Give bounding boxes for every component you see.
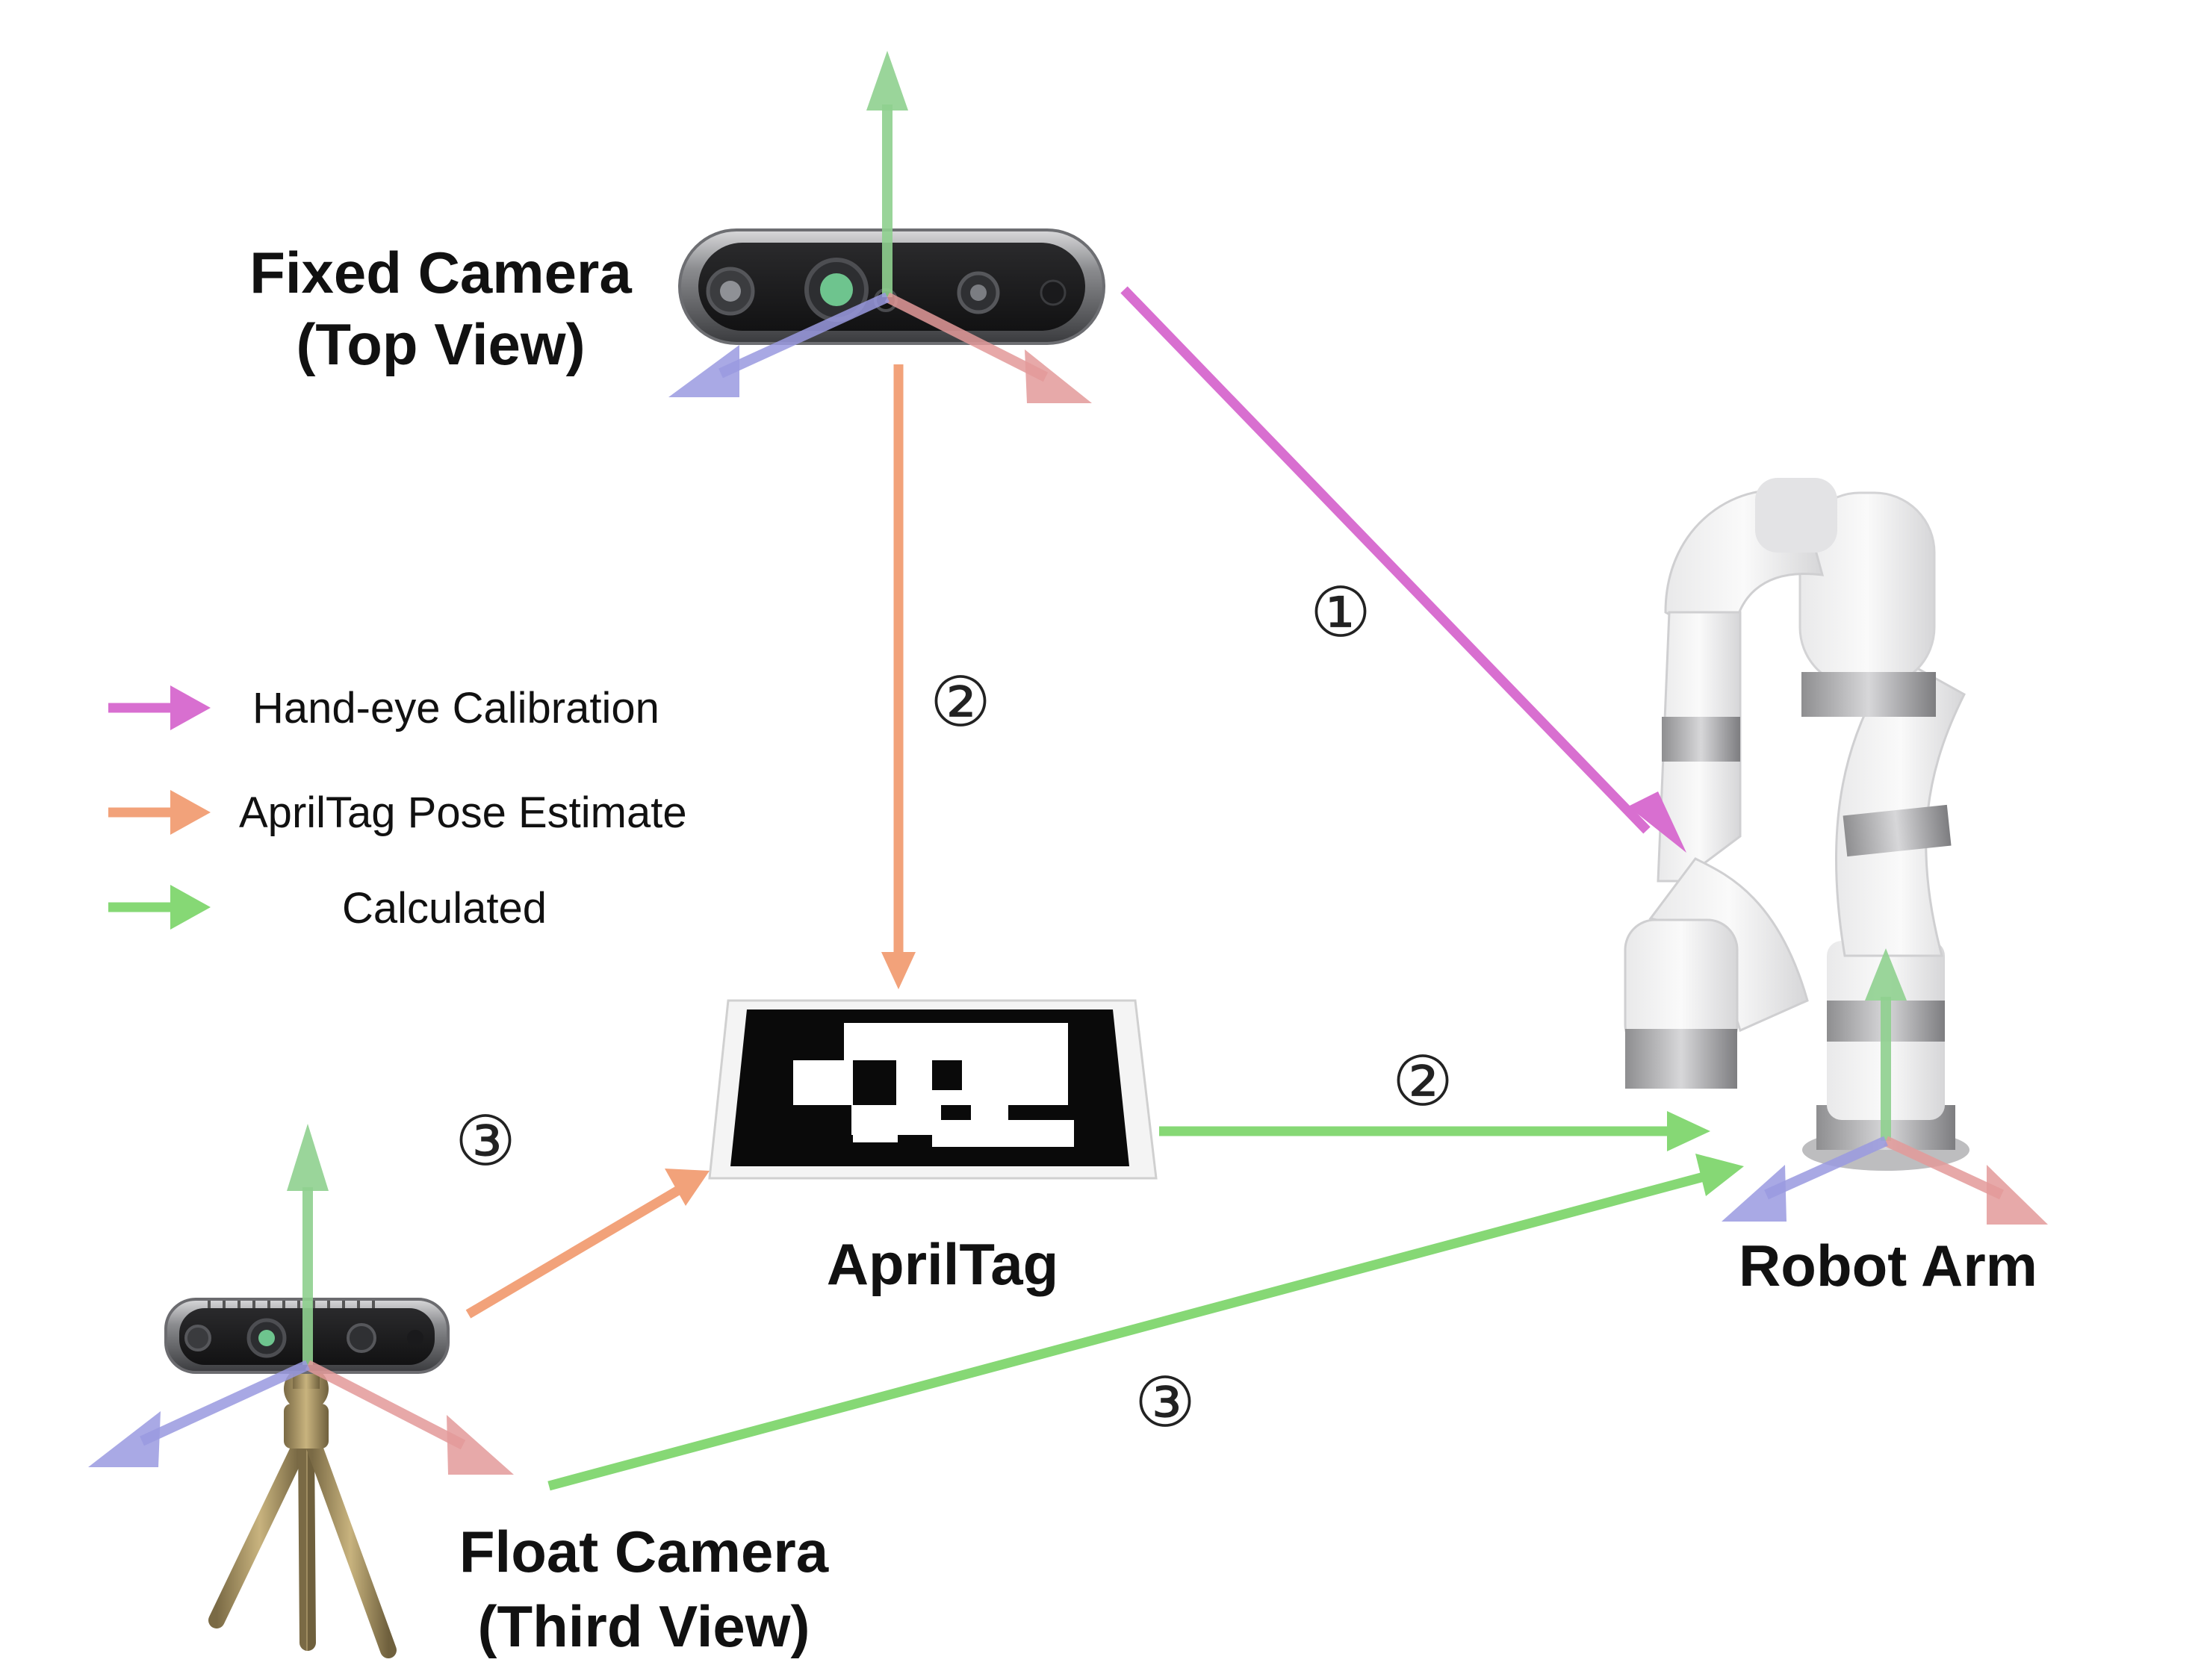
edge-arrowhead xyxy=(665,1169,710,1206)
edge-arrow-calculated xyxy=(547,1171,1708,1491)
legend-swatch-arrowhead xyxy=(170,885,211,930)
edge-apriltag-to-robot-arm: ② xyxy=(1159,1042,1710,1151)
robot-arm-label: Robot Arm xyxy=(1739,1233,2037,1298)
edge-step-label: ② xyxy=(930,662,991,742)
edge-float-camera-to-apriltag: ③ xyxy=(455,1101,710,1319)
fixed-camera-label: Fixed Camera (Top View) xyxy=(249,240,632,377)
edge-step-label: ③ xyxy=(455,1101,516,1181)
edge-step-label: ① xyxy=(1310,573,1371,653)
legend-item-apriltag-pose: AprilTag Pose Estimate xyxy=(108,788,687,837)
edge-fixed-camera-to-robot-arm: ① xyxy=(1120,286,1686,853)
edge-step-label: ② xyxy=(1392,1042,1453,1121)
legend-item-calculated: Calculated xyxy=(108,884,547,933)
apriltag-label: AprilTag xyxy=(827,1231,1059,1297)
legend-swatch-arrowhead xyxy=(170,790,211,835)
edge-arrowhead xyxy=(881,952,916,989)
robot-arm-axes xyxy=(1722,948,2048,1225)
robot-arm-icon xyxy=(1624,478,1969,1171)
legend: Hand-eye Calibration AprilTag Pose Estim… xyxy=(108,684,687,933)
float-camera-label-line2: (Third View) xyxy=(478,1593,810,1659)
edge-step-label: ③ xyxy=(1134,1363,1196,1443)
edge-fixed-camera-to-apriltag: ② xyxy=(881,364,991,989)
legend-label-apriltag-pose: AprilTag Pose Estimate xyxy=(239,788,687,837)
float-camera-label-line1: Float Camera xyxy=(459,1519,829,1584)
fixed-camera-axes xyxy=(668,51,1092,403)
fixed-camera-label-line2: (Top View) xyxy=(296,311,585,377)
legend-label-hand-eye: Hand-eye Calibration xyxy=(252,684,659,732)
fixed-camera-label-line1: Fixed Camera xyxy=(249,240,632,305)
edge-arrow-hand-eye xyxy=(1120,286,1651,834)
edge-arrowhead xyxy=(1695,1154,1744,1196)
edge-float-camera-to-robot-arm: ③ xyxy=(547,1154,1744,1491)
edge-arrowhead xyxy=(1628,791,1686,853)
float-camera-axes xyxy=(88,1124,514,1475)
legend-label-calculated: Calculated xyxy=(342,884,547,933)
edge-arrowhead xyxy=(1667,1111,1710,1151)
edge-arrow-apriltag-pose xyxy=(465,1185,683,1319)
legend-item-hand-eye: Hand-eye Calibration xyxy=(108,684,659,732)
apriltag-marker xyxy=(708,999,1158,1180)
float-camera-label: Float Camera (Third View) xyxy=(459,1519,829,1659)
legend-swatch-arrowhead xyxy=(170,685,211,730)
